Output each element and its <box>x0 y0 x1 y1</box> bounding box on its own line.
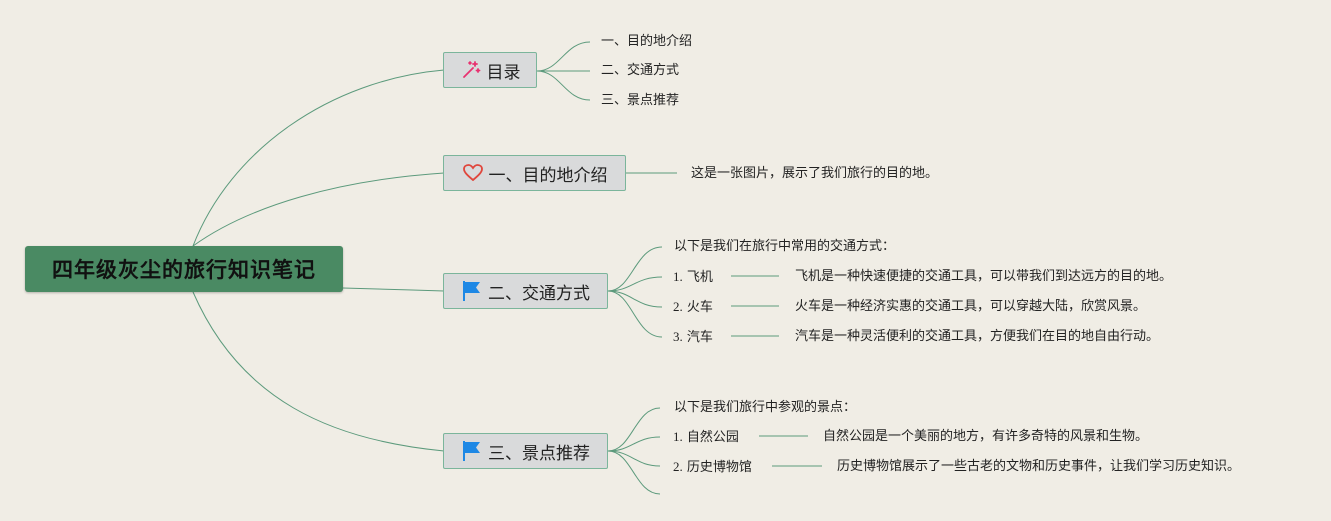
connector-transport-1 <box>607 276 663 292</box>
connector-root-transport <box>342 287 445 292</box>
connector-root-destination <box>192 172 445 247</box>
attractions-item-2-desc[interactable]: 历史博物馆展示了一些古老的文物和历史事件，让我们学习历史知识。 <box>837 459 1241 474</box>
connector-attractions-intro <box>607 407 661 452</box>
transport-item-3[interactable]: 3. 汽车 <box>673 329 713 346</box>
connector-toc-3 <box>536 70 591 101</box>
connector-root-toc <box>192 69 445 247</box>
connector-transport-2 <box>607 290 663 308</box>
sparkle-icon <box>460 59 482 81</box>
attractions-item-1-num: 1. <box>673 429 683 444</box>
attractions-item-2[interactable]: 2. 历史博物馆 <box>673 459 752 476</box>
transport-item-1[interactable]: 1. 飞机 <box>673 269 713 286</box>
flag-icon <box>461 280 483 302</box>
connector-transport-intro <box>607 246 663 292</box>
transport-item-3-name: 汽车 <box>686 330 713 345</box>
root-title: 四年级灰尘的旅行知识笔记 <box>52 258 316 282</box>
topic-destination[interactable]: 一、目的地介绍 <box>443 155 626 191</box>
connector-transport-3 <box>607 290 663 338</box>
flag-icon <box>461 440 483 462</box>
attractions-item-1-desc[interactable]: 自然公园是一个美丽的地方，有许多奇特的风景和生物。 <box>823 429 1149 444</box>
transport-item-2-num: 2. <box>673 299 683 314</box>
transport-item-3-num: 3. <box>673 329 683 344</box>
topic-transport[interactable]: 二、交通方式 <box>443 273 608 309</box>
connector-attractions-empty <box>607 450 661 495</box>
toc-item-2[interactable]: 二、交通方式 <box>601 63 680 78</box>
transport-item-1-num: 1. <box>673 269 683 284</box>
transport-item-2[interactable]: 2. 火车 <box>673 299 713 316</box>
transport-intro[interactable]: 以下是我们在旅行中常用的交通方式： <box>674 239 896 254</box>
transport-item-2-desc[interactable]: 火车是一种经济实惠的交通工具，可以穿越大陆，欣赏风景。 <box>795 299 1147 314</box>
topic-attractions[interactable]: 三、景点推荐 <box>443 433 608 469</box>
toc-item-3[interactable]: 三、景点推荐 <box>601 93 680 108</box>
connector-attractions-1 <box>607 436 661 452</box>
attractions-item-2-num: 2. <box>673 459 683 474</box>
topic-toc-label: 目录 <box>486 62 521 83</box>
topic-destination-label: 一、目的地介绍 <box>488 165 608 186</box>
transport-item-1-desc[interactable]: 飞机是一种快速便捷的交通工具，可以带我们到达远方的目的地。 <box>795 269 1173 284</box>
topic-transport-label: 二、交通方式 <box>488 283 590 304</box>
connector-root-attractions <box>192 291 445 452</box>
attractions-item-1-name: 自然公园 <box>686 430 739 445</box>
attractions-item-2-name: 历史博物馆 <box>686 460 752 475</box>
transport-item-1-name: 飞机 <box>686 270 713 285</box>
topic-toc[interactable]: 目录 <box>443 52 537 88</box>
topic-attractions-label: 三、景点推荐 <box>488 443 590 464</box>
heart-icon <box>462 162 484 184</box>
connector-attractions-2 <box>607 450 661 467</box>
transport-item-2-name: 火车 <box>686 300 713 315</box>
attractions-item-1[interactable]: 1. 自然公园 <box>673 429 739 446</box>
attractions-intro[interactable]: 以下是我们旅行中参观的景点： <box>674 400 857 415</box>
root-topic[interactable]: 四年级灰尘的旅行知识笔记 <box>25 246 343 292</box>
transport-item-3-desc[interactable]: 汽车是一种灵活便利的交通工具，方便我们在目的地自由行动。 <box>795 329 1160 344</box>
destination-detail[interactable]: 这是一张图片，展示了我们旅行的目的地。 <box>691 166 939 181</box>
connector-toc-1 <box>536 41 591 72</box>
toc-item-1[interactable]: 一、目的地介绍 <box>601 34 693 49</box>
